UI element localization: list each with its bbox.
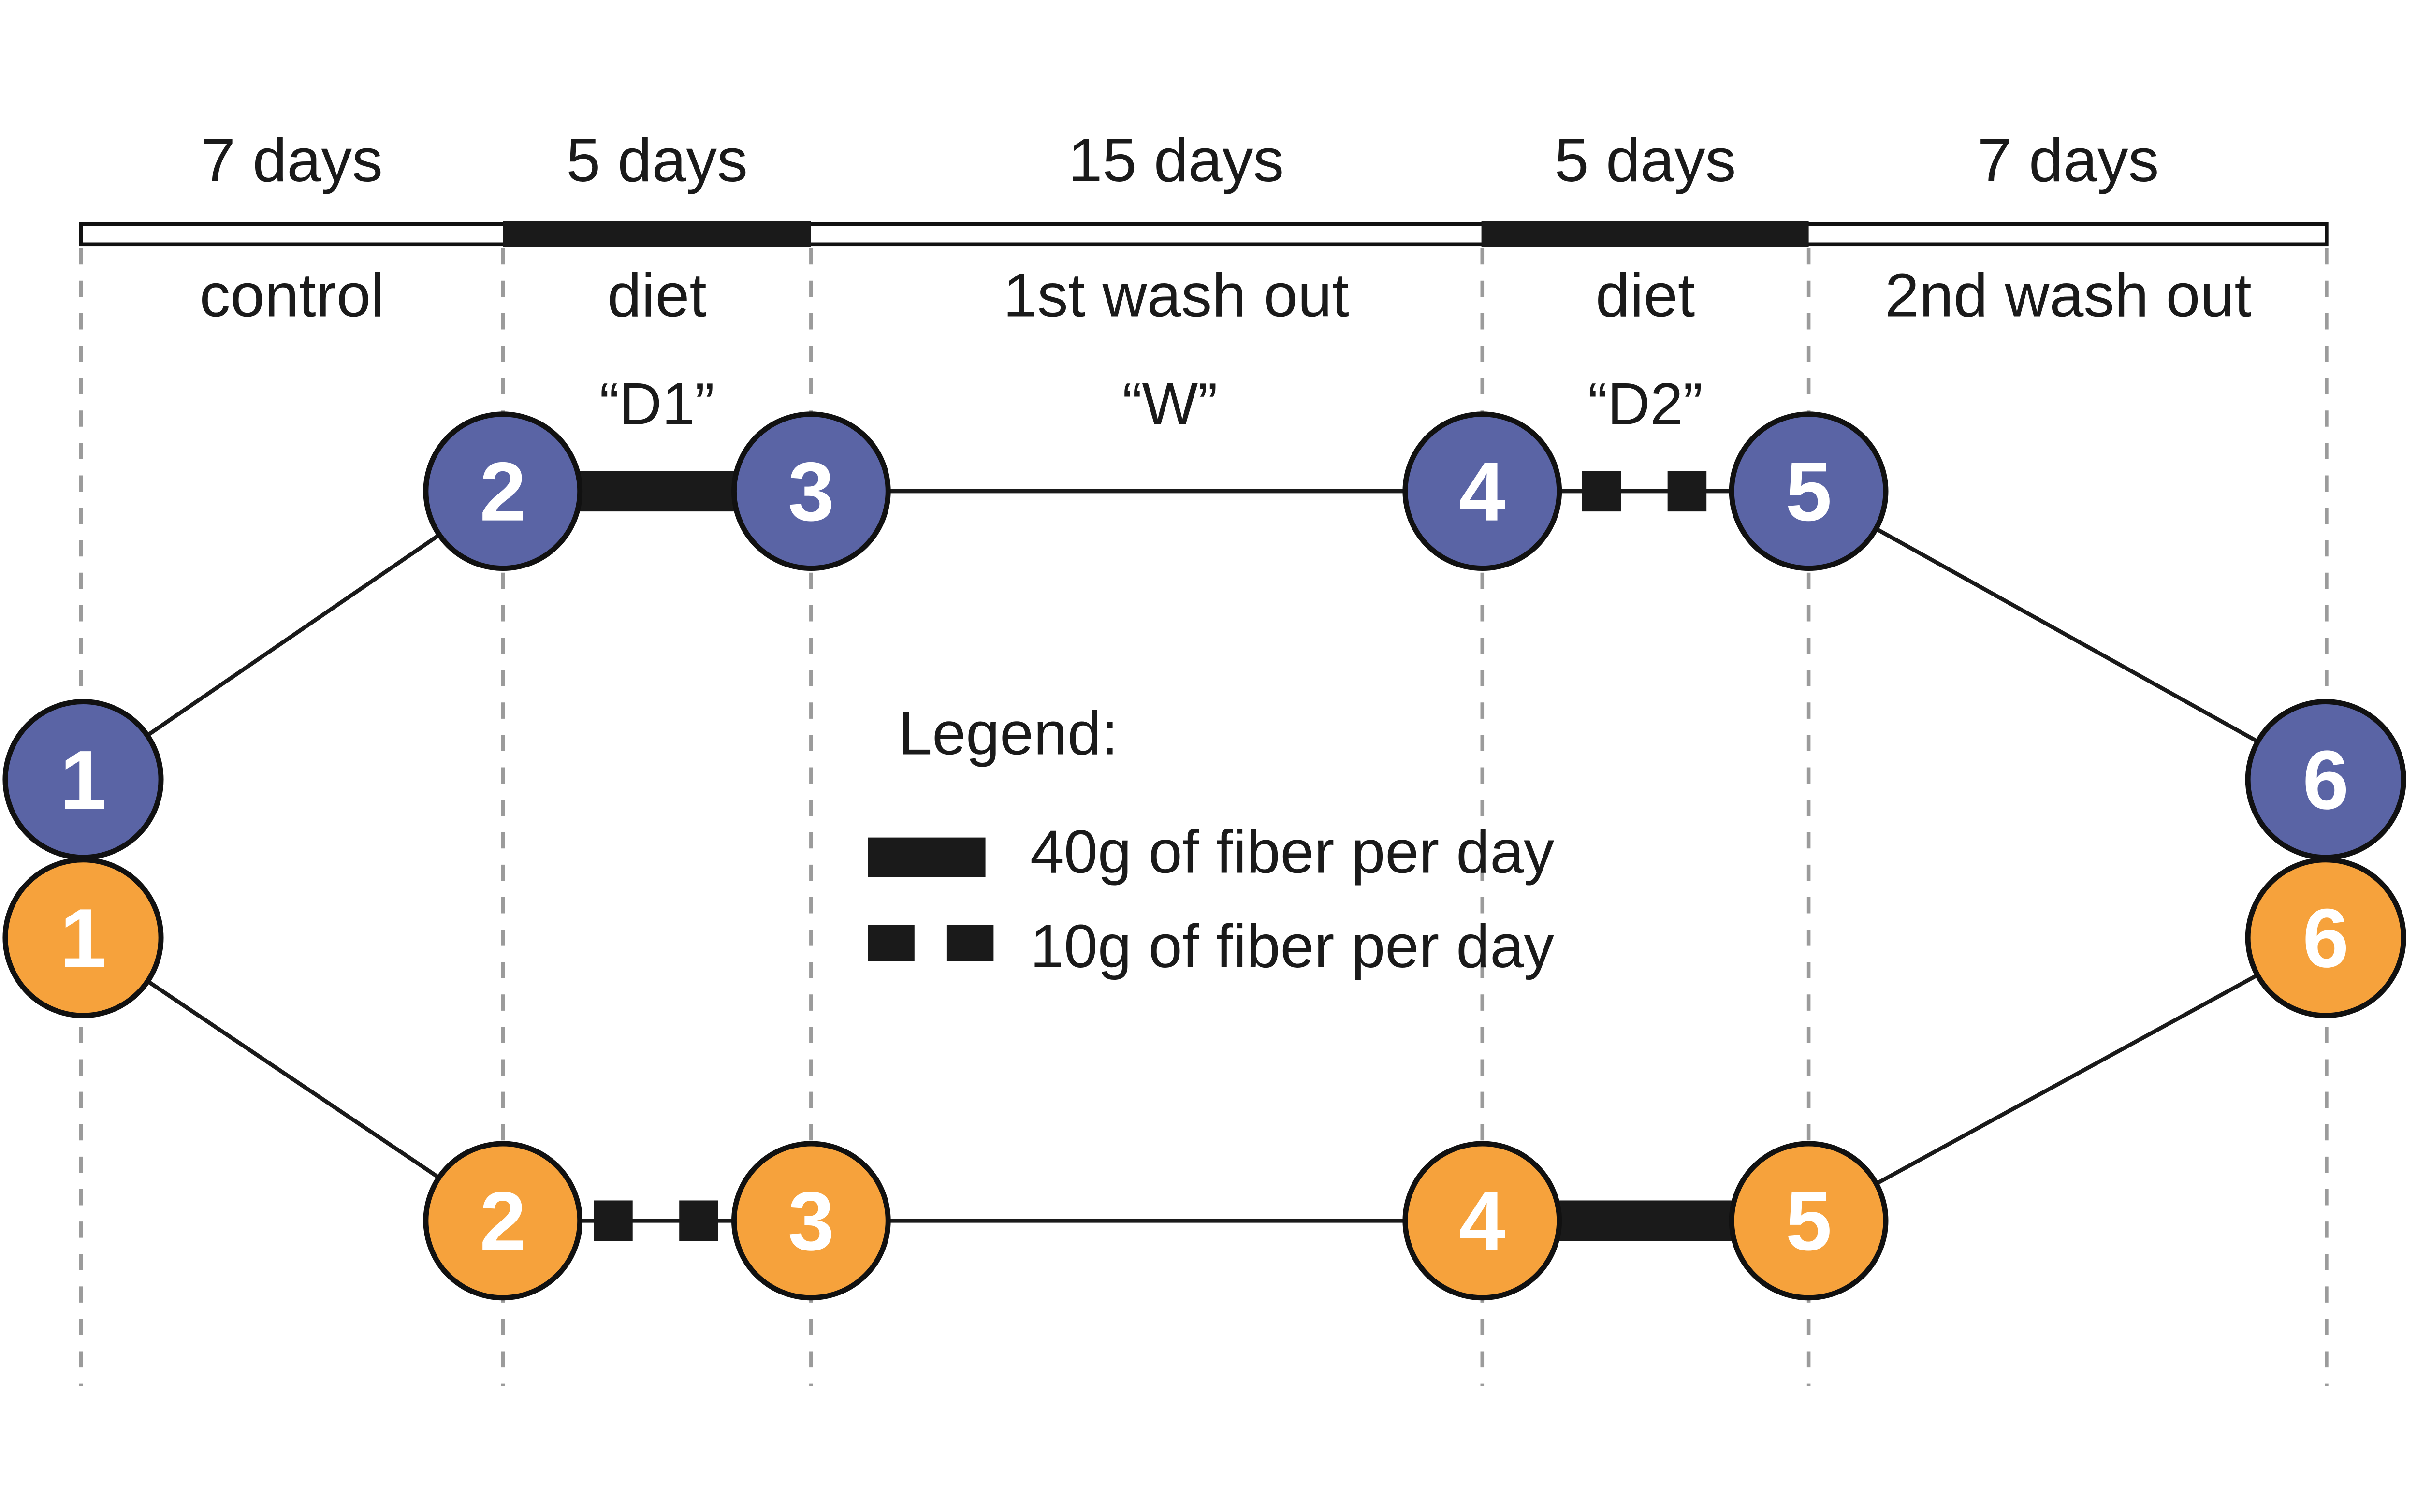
edge-bottom-5-6 <box>1807 936 2327 1223</box>
node-circle-top-2 <box>423 411 583 571</box>
fiber-10g-square-1-top-arm <box>1582 471 1621 512</box>
edge-top-1-2 <box>82 489 504 782</box>
node-circle-top-4 <box>1402 411 1562 571</box>
node-number-bottom-6: 6 <box>2302 891 2349 985</box>
node-number-top-6: 6 <box>2302 733 2349 827</box>
node-number-top-4: 4 <box>1459 445 1505 538</box>
node-number-bottom-4: 4 <box>1459 1175 1505 1268</box>
legend-label-10g: 10g of fiber per day <box>1030 912 1554 980</box>
node-circle-bottom-1 <box>2 857 164 1018</box>
node-number-top-1: 1 <box>60 733 106 827</box>
node-circle-bottom-4 <box>1402 1141 1562 1301</box>
timeline-track <box>79 222 2329 247</box>
legend-label-40g: 40g of fiber per day <box>1030 818 1554 886</box>
period-codes: “D1” “W” “D2” <box>599 371 1703 437</box>
fiber-10g-square-2-top-arm <box>1667 471 1707 512</box>
phase-label-washout1: 1st wash out <box>1003 262 1349 330</box>
node-circle-bottom-6 <box>2245 857 2406 1018</box>
legend-swatch-40g-bar <box>868 837 986 877</box>
duration-labels: 7 days 5 days 15 days 5 days 7 days <box>201 126 2159 195</box>
phase-label-diet1: diet <box>607 262 707 330</box>
node-circle-bottom-3 <box>731 1141 891 1301</box>
phase-duration-washout2: 7 days <box>1978 126 2159 195</box>
edge-top-5-6 <box>1807 489 2327 782</box>
legend: Legend: 40g of fiber per day 10g of fibe… <box>868 699 1554 980</box>
top-arm-nodes: 1 2 3 4 5 6 <box>2 411 2406 860</box>
period-code-d1: “D1” <box>599 371 714 437</box>
legend-swatch-10g-square-1 <box>868 924 915 961</box>
diet-period-segment-1 <box>503 221 811 247</box>
period-code-w: “W” <box>1122 371 1218 437</box>
phase-duration-diet2: 5 days <box>1555 126 1736 195</box>
node-number-top-3: 3 <box>788 445 834 538</box>
node-number-top-5: 5 <box>1786 445 1832 538</box>
node-circle-bottom-2 <box>423 1141 583 1301</box>
node-number-top-2: 2 <box>480 445 526 538</box>
period-code-d2: “D2” <box>1587 371 1703 437</box>
node-number-bottom-5: 5 <box>1786 1175 1832 1268</box>
fiber-10g-square-1-bottom-arm <box>594 1200 633 1241</box>
phase-label-control: control <box>200 262 385 330</box>
node-number-bottom-2: 2 <box>480 1175 526 1268</box>
phase-labels: control diet 1st wash out diet 2nd wash … <box>200 262 2252 330</box>
phase-duration-control: 7 days <box>201 126 383 195</box>
node-circle-top-3 <box>731 411 891 571</box>
node-number-bottom-1: 1 <box>60 891 106 985</box>
node-circle-top-5 <box>1729 411 1889 571</box>
node-circle-bottom-5 <box>1729 1141 1889 1301</box>
phase-duration-washout1: 15 days <box>1068 126 1284 195</box>
phase-duration-diet1: 5 days <box>566 126 748 195</box>
edge-bottom-1-2 <box>82 936 504 1222</box>
diet-period-segment-2 <box>1481 221 1809 247</box>
legend-title: Legend: <box>898 699 1118 768</box>
phase-label-diet2: diet <box>1596 262 1695 330</box>
bottom-arm-nodes: 1 2 3 4 5 6 <box>2 857 2406 1301</box>
node-number-bottom-3: 3 <box>788 1175 834 1268</box>
timeline-bar <box>79 221 2329 247</box>
phase-label-washout2: 2nd wash out <box>1885 262 2251 330</box>
legend-swatch-10g-square-2 <box>946 924 994 961</box>
fiber-10g-square-2-bottom-arm <box>679 1200 718 1241</box>
